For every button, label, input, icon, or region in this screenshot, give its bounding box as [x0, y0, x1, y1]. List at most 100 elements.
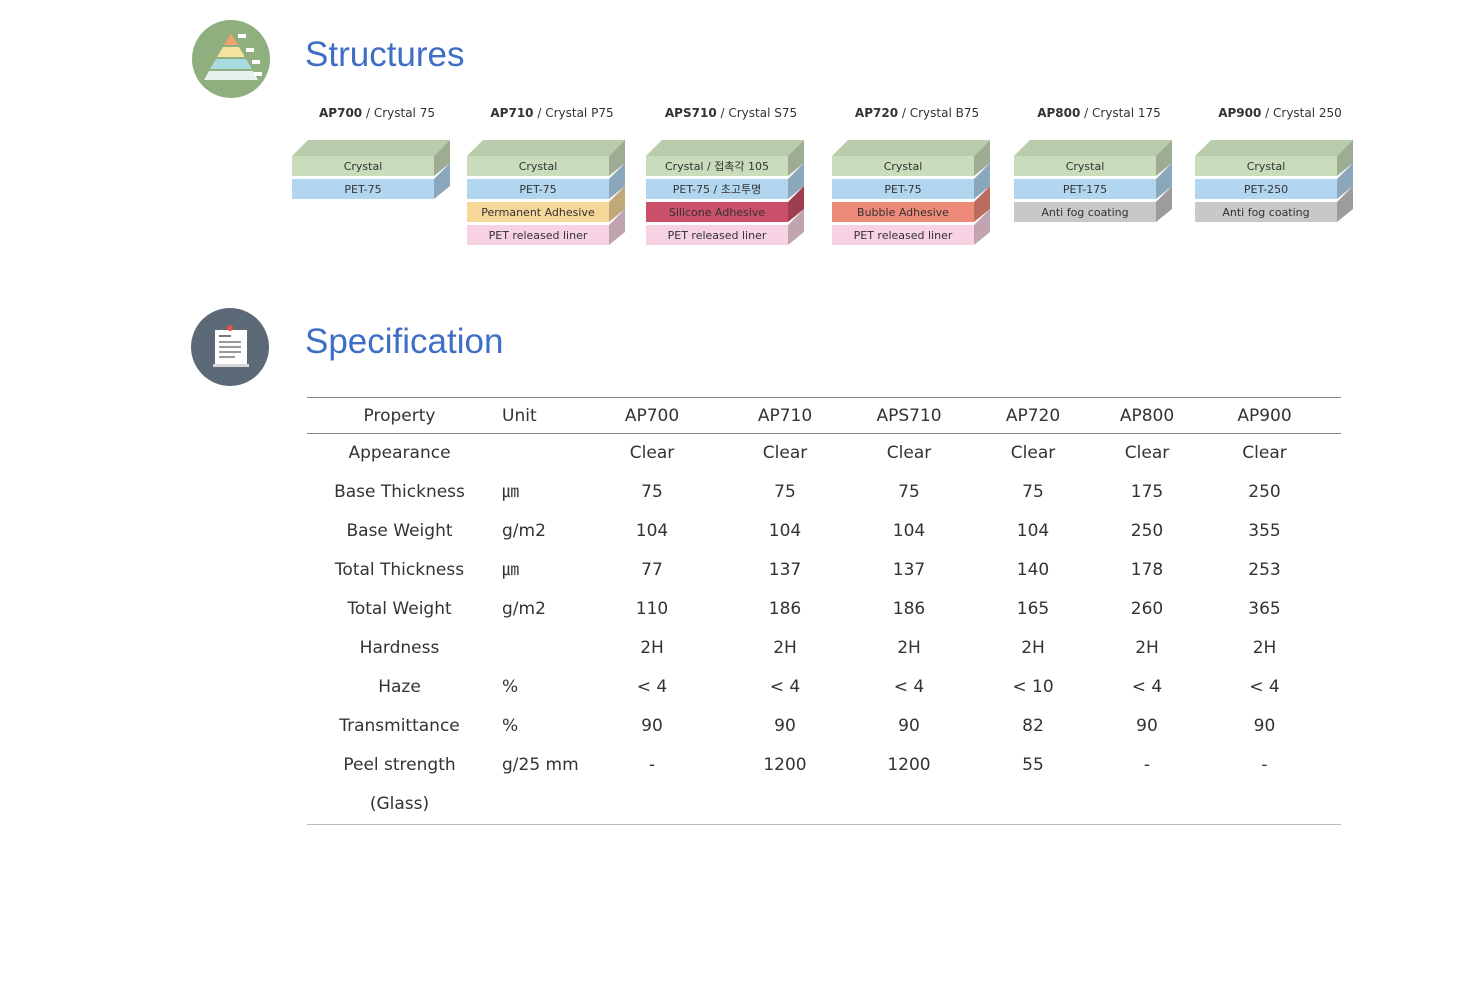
column-header-ap720: AP720: [1005, 405, 1061, 426]
layer-top-face: [832, 140, 990, 156]
value-cell: 137: [892, 560, 926, 580]
layer-label: PET released liner: [668, 229, 767, 242]
layer: Crystal / 접촉각 105: [646, 140, 804, 176]
value-cell: 137: [768, 560, 802, 580]
layer: Crystal: [832, 140, 990, 176]
layer: PET released liner: [832, 209, 990, 245]
structure-title: APS710 / Crystal S75: [646, 106, 816, 120]
value-cell: 104: [768, 521, 802, 541]
structure-title: AP700 / Crystal 75: [292, 106, 462, 120]
value-cell: 186: [768, 599, 802, 619]
layer-front: [467, 225, 609, 245]
layer-label: Crystal: [1247, 160, 1286, 173]
value-cell: Clear: [762, 443, 808, 463]
layer-side: [1156, 140, 1172, 176]
layer: Permanent Adhesive: [467, 186, 625, 222]
structure-name: / Crystal P75: [533, 106, 614, 120]
structure-code: APS710: [664, 106, 717, 120]
layer-label: PET-75: [519, 183, 556, 196]
layer-front: [292, 156, 434, 176]
layer-top-face: [1014, 140, 1172, 156]
structure-title: AP720 / Crystal B75: [832, 106, 1002, 120]
unit-cell: [492, 434, 592, 474]
structure-title: AP710 / Crystal P75: [467, 106, 637, 120]
value-cell: 250: [1248, 482, 1281, 502]
value-cell: 186: [892, 599, 926, 619]
layer: Crystal: [292, 140, 450, 176]
value-cell: 175: [1130, 482, 1164, 502]
layer-front: [467, 202, 609, 222]
structure-name: / Crystal 75: [362, 106, 435, 120]
value-cell: 2H: [773, 638, 797, 658]
value-cell: < 4: [1249, 677, 1280, 697]
unit-cell: g/m2: [502, 599, 546, 619]
layer-side: [974, 209, 990, 245]
document-note-icon: [191, 308, 269, 386]
value-cell: 90: [898, 716, 920, 736]
value-cell: 140: [1016, 560, 1050, 580]
layer-front: [292, 179, 434, 199]
layer-label: PET-75 / 초고투명: [673, 183, 761, 196]
layer-front: [646, 179, 788, 199]
unit-cell: g/25 mm: [502, 755, 579, 775]
property-cell: Total Weight: [347, 599, 452, 619]
structure-name: / Crystal 175: [1080, 106, 1161, 120]
value-cell: 104: [892, 521, 926, 541]
layer: Anti fog coating: [1195, 186, 1353, 222]
table-row: Haze%< 4< 4< 4< 10< 4< 4: [307, 668, 1341, 707]
layer-side: [1337, 140, 1353, 176]
structures-title: Structures: [305, 35, 465, 74]
layer: PET-75: [292, 163, 450, 199]
layer-side: [609, 209, 625, 245]
column-header-ap800: AP800: [1119, 405, 1175, 426]
layer: PET-75: [467, 163, 625, 199]
layer-side: [434, 163, 450, 199]
layer-top-face: [292, 140, 450, 156]
value-cell: < 4: [769, 677, 801, 697]
layer-front: [1014, 202, 1156, 222]
value-cell: 82: [1022, 716, 1044, 736]
column-header-property: Property: [363, 405, 436, 426]
pyramid-chart-icon: [192, 20, 270, 98]
value-cell: 178: [1130, 560, 1164, 580]
layer-side: [609, 163, 625, 199]
value-cell: < 4: [1131, 677, 1163, 697]
value-cell: -: [1143, 755, 1151, 775]
property-cell: Haze: [378, 677, 421, 697]
value-cell: -: [648, 755, 656, 775]
structure-code: AP700: [319, 106, 363, 120]
property-cell: Base Weight: [346, 521, 453, 541]
layer: Anti fog coating: [1014, 186, 1172, 222]
layer-label: PET released liner: [489, 229, 588, 242]
value-cell: 2H: [640, 638, 664, 658]
value-cell: 253: [1248, 560, 1281, 580]
property-cell: Transmittance: [339, 716, 460, 736]
layer-side: [609, 140, 625, 176]
column-header-ap900: AP900: [1237, 405, 1292, 426]
value-cell: Clear: [1242, 443, 1287, 463]
layer: Crystal: [467, 140, 625, 176]
value-cell: 1200: [887, 755, 931, 775]
layer-front: [467, 179, 609, 199]
value-cell: 90: [1136, 716, 1158, 736]
structure-title: AP800 / Crystal 175: [1014, 106, 1184, 120]
value-cell: 355: [1248, 521, 1281, 541]
layer-side: [609, 186, 625, 222]
property-cell: Appearance: [348, 443, 451, 463]
layer-side: [788, 140, 804, 176]
unit-cell: %: [502, 716, 519, 736]
layer-label: Crystal / 접촉각 105: [665, 160, 769, 173]
value-cell: 90: [774, 716, 796, 736]
layer-front: [1014, 156, 1156, 176]
specification-title: Specification: [305, 322, 504, 361]
value-cell: 2H: [1135, 638, 1159, 658]
value-cell: Clear: [886, 443, 932, 463]
